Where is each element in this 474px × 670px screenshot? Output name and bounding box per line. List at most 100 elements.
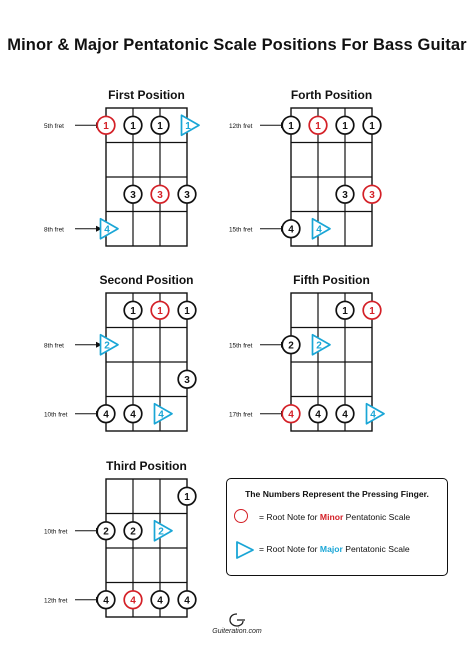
fret-label: 12th fret — [229, 123, 253, 130]
major-root-triangle — [311, 333, 331, 356]
finger-number: 2 — [104, 341, 110, 352]
finger-number: 3 — [184, 375, 190, 386]
diagram-title: Third Position — [106, 459, 187, 473]
finger-number: 4 — [103, 595, 109, 606]
note-circle — [335, 115, 355, 135]
major-root-triangle — [311, 217, 331, 240]
finger-number: 1 — [342, 306, 348, 317]
fret-label: 5th fret — [44, 123, 64, 130]
finger-number: 1 — [184, 492, 190, 503]
fret-label: 17th fret — [229, 411, 253, 418]
finger-number: 3 — [130, 190, 136, 201]
minor-root-circle — [281, 404, 301, 424]
finger-number: 4 — [288, 224, 294, 235]
finger-number: 1 — [157, 306, 163, 317]
diagram-title: Fifth Position — [293, 273, 370, 287]
minor-root-circle — [362, 184, 382, 204]
finger-number: 4 — [184, 595, 190, 606]
brand-name: Guiteration.com — [212, 628, 262, 635]
finger-number: 4 — [316, 225, 322, 236]
legend-title: The Numbers Represent the Pressing Finge… — [245, 489, 429, 499]
note-circle — [177, 486, 197, 506]
arrow-head-icon — [96, 225, 102, 232]
legend-major-word: Major — [319, 544, 343, 554]
finger-number: 4 — [315, 409, 321, 420]
fretboard-first-position: First Position 5th fret 8th fret 1 1 1 1 3 3 3 4 — [44, 88, 200, 247]
legend-major-suffix: Pentatonic Scale — [342, 544, 410, 554]
note-circle — [123, 115, 143, 135]
finger-number: 1 — [288, 121, 294, 132]
minor-root-circle — [362, 300, 382, 320]
finger-number: 1 — [157, 121, 163, 132]
major-root-triangle — [153, 519, 173, 542]
note-circle — [177, 300, 197, 320]
note-circle — [177, 590, 197, 610]
note-circle — [150, 115, 170, 135]
legend-minor-word: Minor — [319, 512, 344, 522]
finger-number: 4 — [370, 410, 376, 421]
note-circle — [308, 404, 328, 424]
finger-number: 3 — [369, 190, 375, 201]
finger-number: 3 — [157, 190, 163, 201]
finger-number: 1 — [185, 121, 191, 132]
finger-number: 1 — [103, 121, 109, 132]
red-circle-icon — [234, 509, 248, 523]
finger-number: 1 — [369, 306, 375, 317]
blue-triangle-icon — [236, 541, 254, 559]
page-title: Minor & Major Pentatonic Scale Positions… — [7, 36, 467, 54]
fret-label: 8th fret — [44, 342, 64, 349]
finger-number: 3 — [342, 190, 348, 201]
legend-minor-row: = Root Note for Minor Pentatonic Scale — [259, 512, 410, 522]
finger-number: 3 — [184, 190, 190, 201]
legend-major-row: = Root Note for Major Pentatonic Scale — [259, 544, 410, 554]
major-root-triangle — [180, 114, 200, 137]
finger-number: 1 — [342, 121, 348, 132]
finger-number: 4 — [130, 409, 136, 420]
finger-number: 4 — [342, 409, 348, 420]
finger-number: 4 — [130, 595, 136, 606]
note-circle — [123, 300, 143, 320]
diagram-title: Forth Position — [291, 88, 372, 102]
note-circle — [335, 404, 355, 424]
note-circle — [177, 369, 197, 389]
minor-root-circle — [150, 300, 170, 320]
note-circle — [123, 521, 143, 541]
note-circle — [150, 590, 170, 610]
minor-root-circle — [123, 590, 143, 610]
major-root-triangle — [99, 333, 119, 356]
legend-minor-prefix: = Root Note for — [259, 512, 320, 522]
major-root-triangle — [365, 402, 385, 425]
finger-number: 1 — [369, 121, 375, 132]
note-circle — [281, 115, 301, 135]
note-circle — [123, 184, 143, 204]
arrow-head-icon — [96, 341, 102, 348]
note-circle — [177, 184, 197, 204]
finger-number: 1 — [315, 121, 321, 132]
finger-number: 4 — [288, 409, 294, 420]
major-root-triangle — [153, 402, 173, 425]
fret-label: 15th fret — [229, 342, 253, 349]
note-circle — [96, 590, 116, 610]
diagram-title: First Position — [108, 88, 185, 102]
finger-number: 2 — [130, 526, 136, 537]
finger-number: 1 — [130, 306, 136, 317]
legend-box: The Numbers Represent the Pressing Finge… — [226, 478, 448, 576]
fret-label: 8th fret — [44, 226, 64, 233]
finger-number: 4 — [104, 225, 110, 236]
note-circle — [123, 404, 143, 424]
note-circle — [281, 219, 301, 239]
finger-number: 2 — [103, 526, 109, 537]
fret-label: 12th fret — [44, 597, 68, 604]
minor-root-circle — [308, 115, 328, 135]
note-circle — [362, 115, 382, 135]
legend-major-prefix: = Root Note for — [259, 544, 320, 554]
note-circle — [281, 335, 301, 355]
note-circle — [96, 521, 116, 541]
finger-number: 1 — [130, 121, 136, 132]
minor-root-circle — [96, 115, 116, 135]
